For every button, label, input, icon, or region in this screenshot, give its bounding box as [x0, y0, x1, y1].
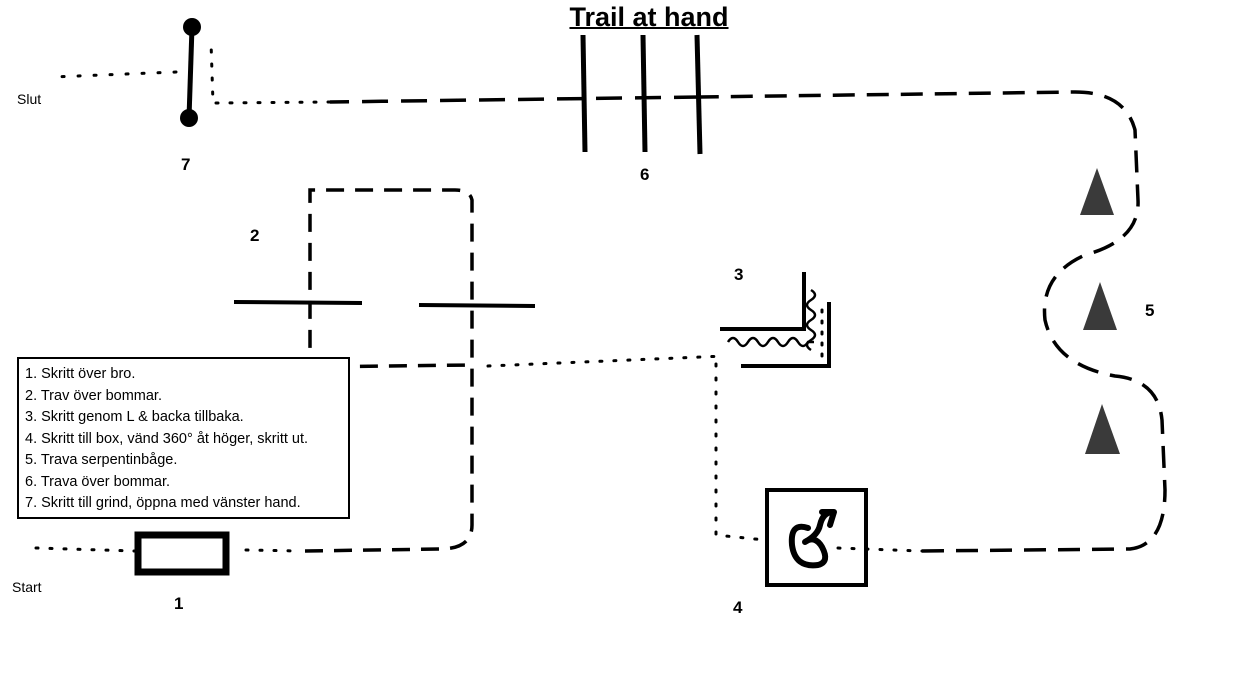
l-obstacle — [720, 272, 831, 368]
station-number-5: 5 — [1145, 301, 1155, 320]
serpentine-trot-path — [699, 90, 1167, 553]
pole-6-right — [694, 34, 703, 155]
station-number-6: 6 — [640, 165, 650, 184]
walk-to-l-path — [486, 354, 727, 368]
serpentine-cone-bottom — [1085, 404, 1120, 454]
serpentine-cone-top — [1080, 168, 1114, 215]
box-obstacle — [765, 488, 868, 587]
end-label: Slut — [17, 91, 42, 107]
legend-item: 6. Trava över bommar. — [25, 473, 171, 490]
legend-item: 2. Trav över bommar. — [25, 387, 162, 404]
station-number-7: 7 — [181, 155, 191, 174]
station-number-1: 1 — [174, 594, 184, 613]
legend-box: 1. Skritt över bro. 2. Trav över bommar.… — [17, 357, 350, 519]
finish-walk-path — [50, 70, 178, 79]
legend-item: 5. Trava serpentinbåge. — [25, 452, 178, 468]
start-label: Start — [12, 579, 42, 595]
pole-6-left — [580, 34, 588, 153]
station-number-3: 3 — [734, 265, 744, 284]
start-walk-path — [34, 546, 137, 553]
legend-item: 4. Skritt till box, vänd 360° åt höger, … — [25, 430, 309, 447]
bridge-obstacle — [134, 531, 230, 576]
pole-6-middle — [640, 34, 648, 153]
diagram-title: Trail at hand — [569, 2, 729, 32]
station-number-4: 4 — [733, 598, 743, 617]
trot-loop-path — [304, 188, 474, 553]
serpentine-cone-middle — [1083, 282, 1117, 330]
gate-obstacle — [180, 18, 201, 127]
trot-pole-right — [418, 303, 536, 308]
legend-item: 3. Skritt genom L & backa tillbaka. — [25, 409, 244, 425]
walk-after-bridge-path — [244, 548, 302, 553]
turn-right-arrow — [788, 509, 837, 569]
walk-out-of-box-path — [836, 546, 924, 553]
trot-pole-left — [233, 300, 363, 305]
legend-item: 1. Skritt över bro. — [25, 366, 136, 382]
walk-to-box-path — [714, 362, 767, 542]
trot-over-poles-path — [329, 95, 701, 104]
station-number-2: 2 — [250, 226, 260, 245]
walk-to-gate-path — [209, 40, 332, 105]
legend-item: 7. Skritt till grind, öppna med vänster … — [25, 495, 301, 511]
